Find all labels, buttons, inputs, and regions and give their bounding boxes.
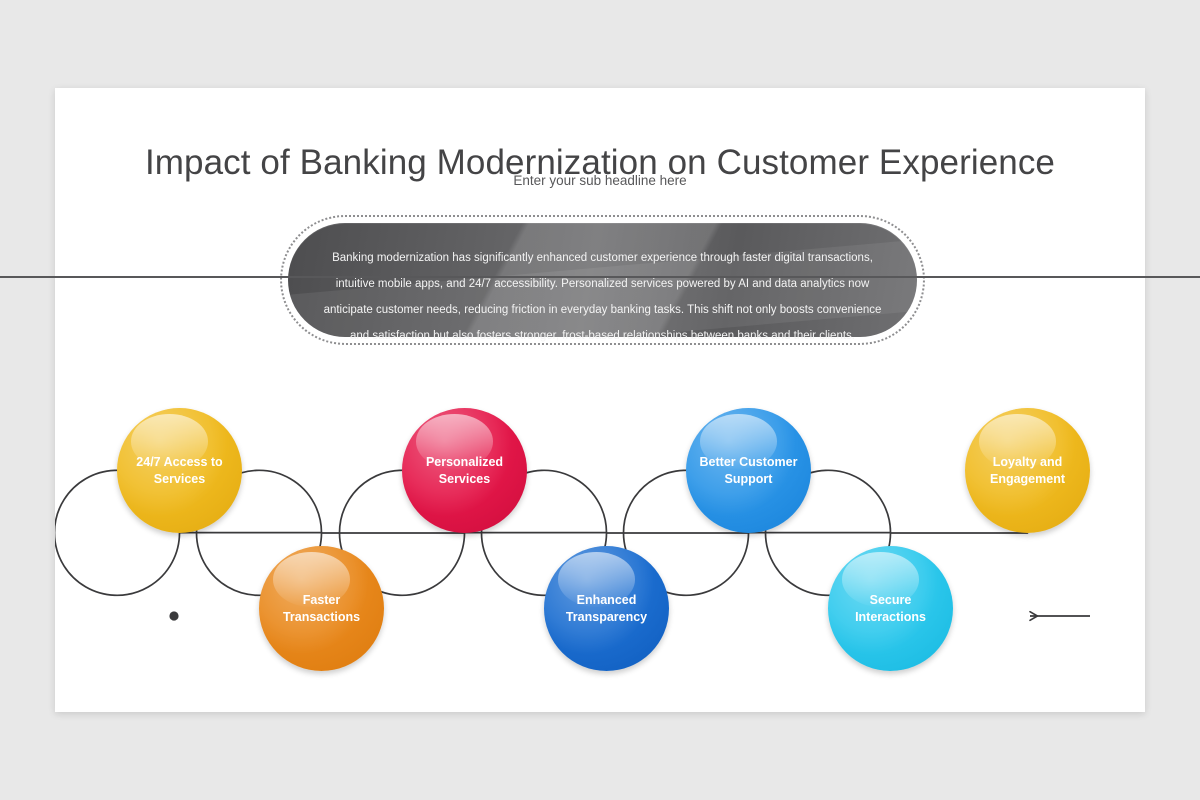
flow-node-label: Loyalty and Engagement bbox=[989, 454, 1065, 486]
flow-node-support[interactable]: Better Customer Support bbox=[686, 408, 811, 533]
flow-node-secure[interactable]: Secure Interactions bbox=[828, 546, 953, 671]
flow-node-label: 24/7 Access to Services bbox=[136, 454, 223, 486]
presentation-slide: Impact of Banking Modernization on Custo… bbox=[55, 88, 1145, 712]
flow-node-personalized[interactable]: Personalized Services bbox=[402, 408, 527, 533]
description-callout-body bbox=[288, 223, 917, 337]
flow-node-transparency[interactable]: Enhanced Transparency bbox=[544, 546, 669, 671]
description-callout-dotted-border bbox=[280, 215, 925, 345]
flow-node-label: Better Customer Support bbox=[699, 454, 798, 486]
flow-connector-path bbox=[55, 469, 1090, 622]
description-text: Banking modernization has significantly … bbox=[323, 251, 882, 342]
page-title: Impact of Banking Modernization on Custo… bbox=[144, 143, 1056, 183]
flow-node-label: Secure Interactions bbox=[855, 592, 926, 624]
flow-node-label: Faster Transactions bbox=[282, 592, 361, 624]
description-callout: Banking modernization has significantly … bbox=[280, 215, 925, 345]
flow-node-loyalty[interactable]: Loyalty and Engagement bbox=[965, 408, 1090, 533]
flow-node-transactions[interactable]: Faster Transactions bbox=[259, 546, 384, 671]
horizontal-divider-rule bbox=[0, 276, 1200, 278]
flow-node-label: Enhanced Transparency bbox=[565, 592, 648, 624]
page-subtitle: Enter your sub headline here bbox=[513, 173, 687, 188]
flow-node-access[interactable]: 24/7 Access to Services bbox=[117, 408, 242, 533]
flow-start-dot bbox=[169, 611, 179, 621]
flow-node-label: Personalized Services bbox=[425, 454, 504, 486]
flow-path-line bbox=[55, 469, 1029, 597]
